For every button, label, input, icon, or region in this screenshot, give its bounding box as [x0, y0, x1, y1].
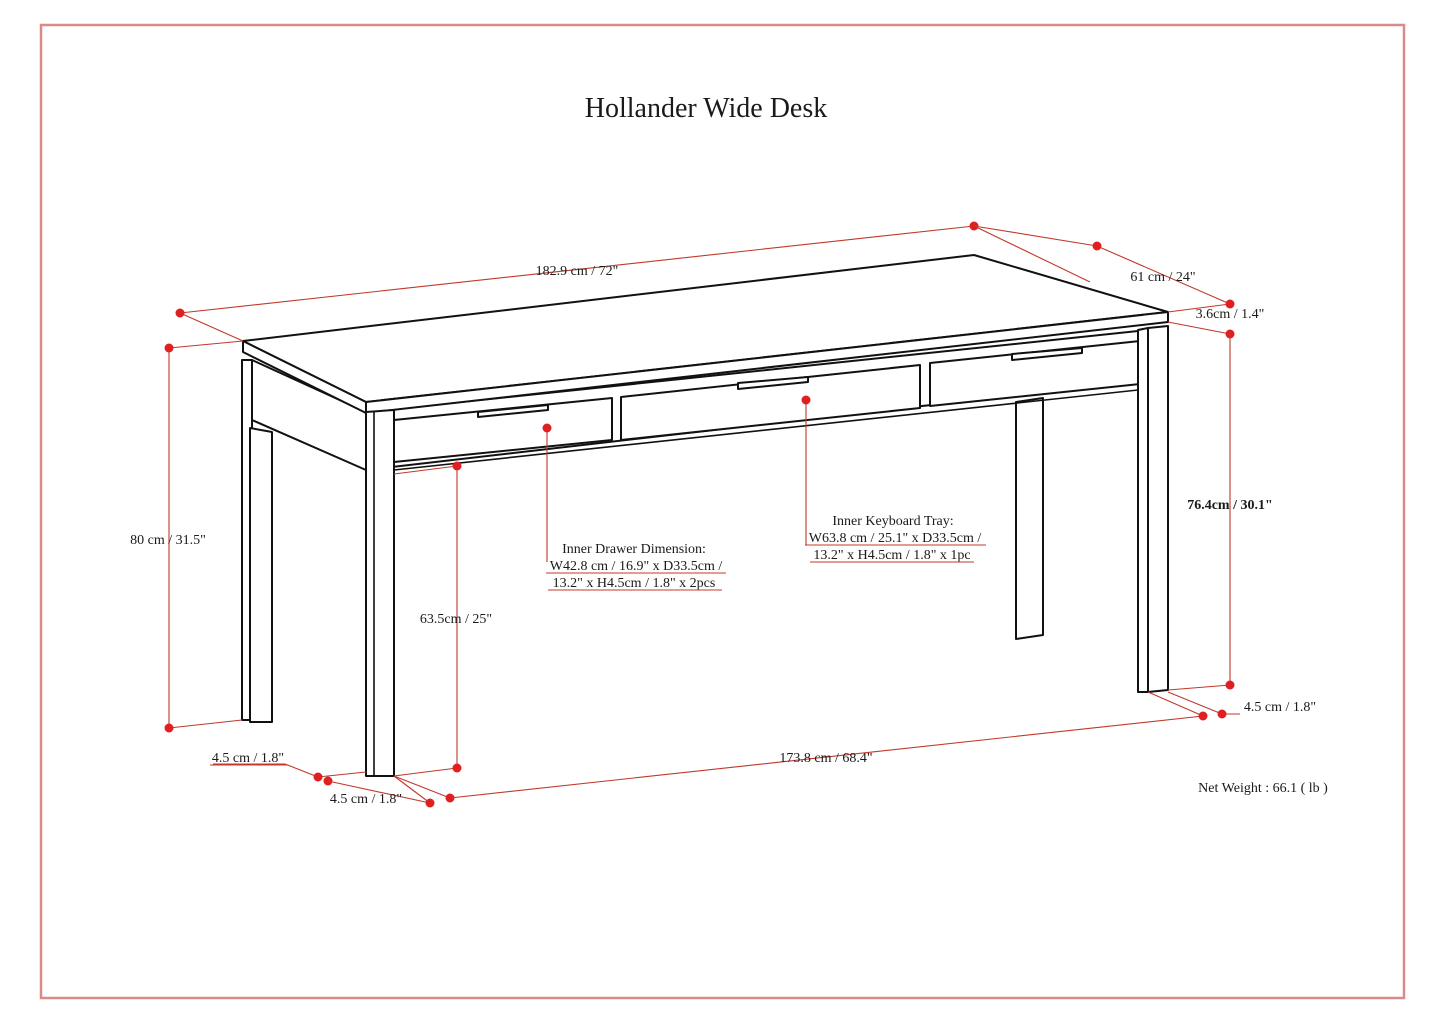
drawer-dims-2: 13.2" x H4.5cm / 1.8" x 2pcs — [553, 576, 716, 591]
desk-illustration — [241, 254, 1169, 777]
drawer-dims-1: W42.8 cm / 16.9" x D33.5cm / — [550, 559, 723, 574]
net-weight-label: Net Weight : 66.1 ( lb ) — [1198, 781, 1328, 796]
drawer-title: Inner Drawer Dimension: — [562, 542, 706, 557]
inner-height-label: 76.4cm / 30.1" — [1187, 498, 1273, 513]
top-thickness-label: 3.6cm / 1.4" — [1196, 307, 1265, 322]
leg-depth-front-label: 4.5 cm / 1.8" — [330, 792, 402, 807]
center-tray — [620, 364, 921, 441]
front-left-leg — [365, 409, 395, 777]
depth-label: 61 cm / 24" — [1130, 270, 1195, 285]
keyboard-tray-callout: Inner Keyboard Tray: W63.8 cm / 25.1" x … — [805, 514, 986, 563]
left-drawer-pull — [477, 404, 549, 418]
center-tray-pull — [737, 376, 809, 390]
leg-width-front-label: 4.5 cm / 1.8" — [212, 751, 284, 766]
left-leg-visible — [249, 427, 273, 723]
tray-title: Inner Keyboard Tray: — [832, 514, 953, 529]
tray-dims-2: 13.2" x H4.5cm / 1.8" x 1pc — [813, 548, 970, 563]
overall-height-label: 80 cm / 31.5" — [130, 533, 206, 548]
drawer-callout: Inner Drawer Dimension: W42.8 cm / 16.9"… — [546, 542, 726, 591]
tray-dims-1: W63.8 cm / 25.1" x D33.5cm / — [809, 531, 982, 546]
page-title: Hollander Wide Desk — [585, 93, 828, 124]
back-right-leg — [1015, 397, 1044, 640]
right-drawer-pull — [1011, 347, 1083, 361]
leg-width-back-label: 4.5 cm / 1.8" — [1244, 700, 1316, 715]
overall-width-label: 182.9 cm / 72" — [536, 264, 619, 279]
sheet-frame — [39, 23, 1406, 1000]
front-right-leg-side — [1137, 327, 1149, 693]
apron-clearance-label: 63.5cm / 25" — [420, 612, 492, 627]
front-right-leg — [1147, 325, 1169, 693]
dimension-lines — [164, 221, 1240, 808]
inner-leg-span-label: 173.8 cm / 68.4" — [779, 751, 872, 766]
